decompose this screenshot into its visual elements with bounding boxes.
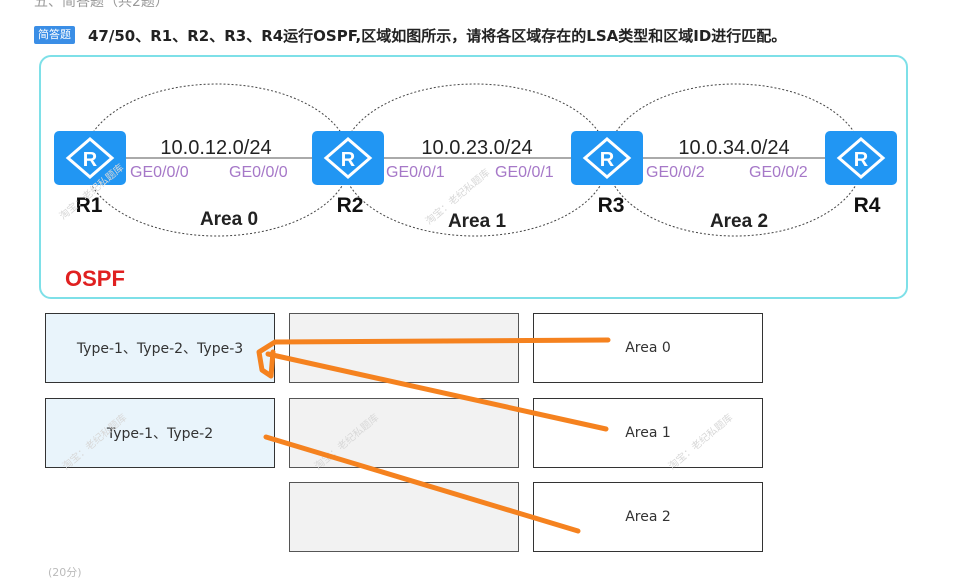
question-type-badge: 简答题	[34, 26, 75, 44]
router-r1-glyph: R	[83, 149, 98, 171]
r2-right-interface-label: GE0/0/1	[386, 164, 445, 181]
router-r4-glyph: R	[854, 149, 869, 171]
area-option-2[interactable]: Area 2	[533, 482, 763, 552]
area-option-0[interactable]: Area 0	[533, 313, 763, 383]
ospf-topology-diagram: R R R R 10.0.12.0/24 10.0.23.0/24 10.0.3…	[39, 55, 908, 299]
r3-left-interface-label: GE0/0/1	[495, 164, 554, 181]
router-r2-label: R2	[337, 194, 364, 217]
footer-hint: (20分)	[48, 566, 82, 579]
router-r3-label: R3	[598, 194, 625, 217]
area-2-label: Area 2	[710, 211, 768, 232]
router-r4-label: R4	[854, 194, 881, 217]
r1-interface-label: GE0/0/0	[130, 164, 189, 181]
network-label-12: 10.0.12.0/24	[160, 137, 271, 159]
drop-slot-3[interactable]	[289, 482, 519, 552]
drop-slot-1[interactable]	[289, 313, 519, 383]
router-r2-glyph: R	[341, 149, 356, 171]
r3-right-interface-label: GE0/0/2	[646, 164, 705, 181]
question-text: 47/50、R1、R2、R3、R4运行OSPF,区域如图所示，请将各区域存在的L…	[88, 27, 787, 45]
lsa-option-type12[interactable]: Type-1、Type-2	[45, 398, 275, 468]
drop-slot-2[interactable]	[289, 398, 519, 468]
network-label-23: 10.0.23.0/24	[421, 137, 532, 159]
area-1-label: Area 1	[448, 211, 507, 232]
r4-interface-label: GE0/0/2	[749, 164, 808, 181]
area-0-label: Area 0	[200, 209, 258, 230]
r2-left-interface-label: GE0/0/0	[229, 164, 288, 181]
network-label-34: 10.0.34.0/24	[678, 137, 789, 159]
section-hint: 五、简答题（共2题）	[34, 0, 169, 10]
area-option-1[interactable]: Area 1	[533, 398, 763, 468]
lsa-option-type123[interactable]: Type-1、Type-2、Type-3	[45, 313, 275, 383]
protocol-label: OSPF	[65, 266, 125, 291]
router-r3-glyph: R	[600, 149, 615, 171]
router-r1-label: R1	[76, 194, 103, 217]
